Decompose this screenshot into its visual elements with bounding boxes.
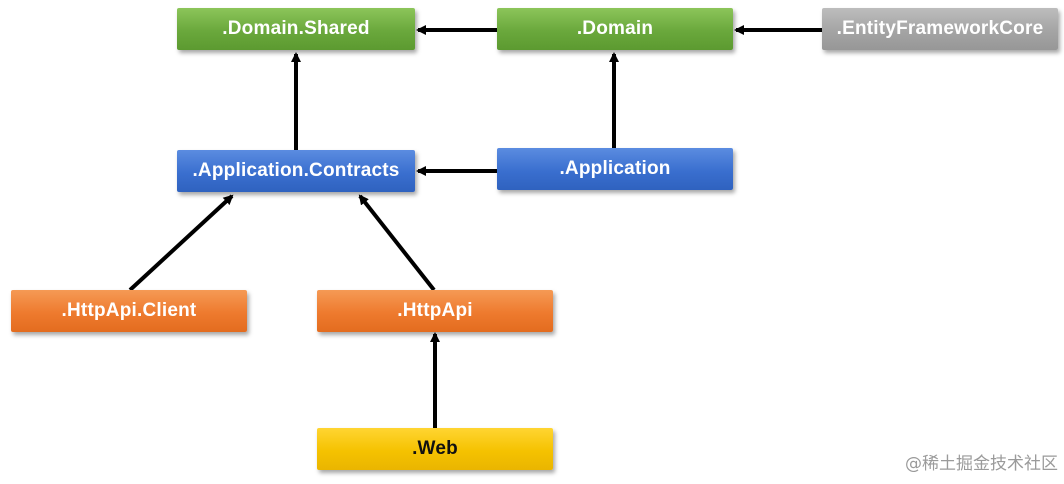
node-application-label: .Application: [559, 158, 671, 179]
watermark: @稀土掘金技术社区: [905, 454, 1058, 474]
node-application-contracts: .Application.Contracts: [177, 150, 415, 192]
node-httpapi-label: .HttpApi: [397, 300, 473, 321]
node-web-label: .Web: [412, 438, 458, 459]
node-entity-framework-core: .EntityFrameworkCore: [822, 8, 1058, 50]
arrow-httpapi-client-to-contracts: [128, 194, 234, 292]
node-httpapi: .HttpApi: [317, 290, 553, 332]
node-entity-framework-core-label: .EntityFrameworkCore: [836, 18, 1044, 39]
node-application-contracts-label: .Application.Contracts: [192, 160, 400, 181]
node-domain-label: .Domain: [576, 18, 654, 39]
node-application: .Application: [497, 148, 733, 190]
node-httpapi-client: .HttpApi.Client: [11, 290, 247, 332]
node-domain-shared-label: .Domain.Shared: [222, 18, 370, 39]
node-web: .Web: [317, 428, 553, 470]
node-httpapi-client-label: .HttpApi.Client: [61, 300, 197, 321]
arrow-httpapi-to-contracts: [358, 194, 436, 292]
node-domain-shared: .Domain.Shared: [177, 8, 415, 50]
node-domain: .Domain: [497, 8, 733, 50]
